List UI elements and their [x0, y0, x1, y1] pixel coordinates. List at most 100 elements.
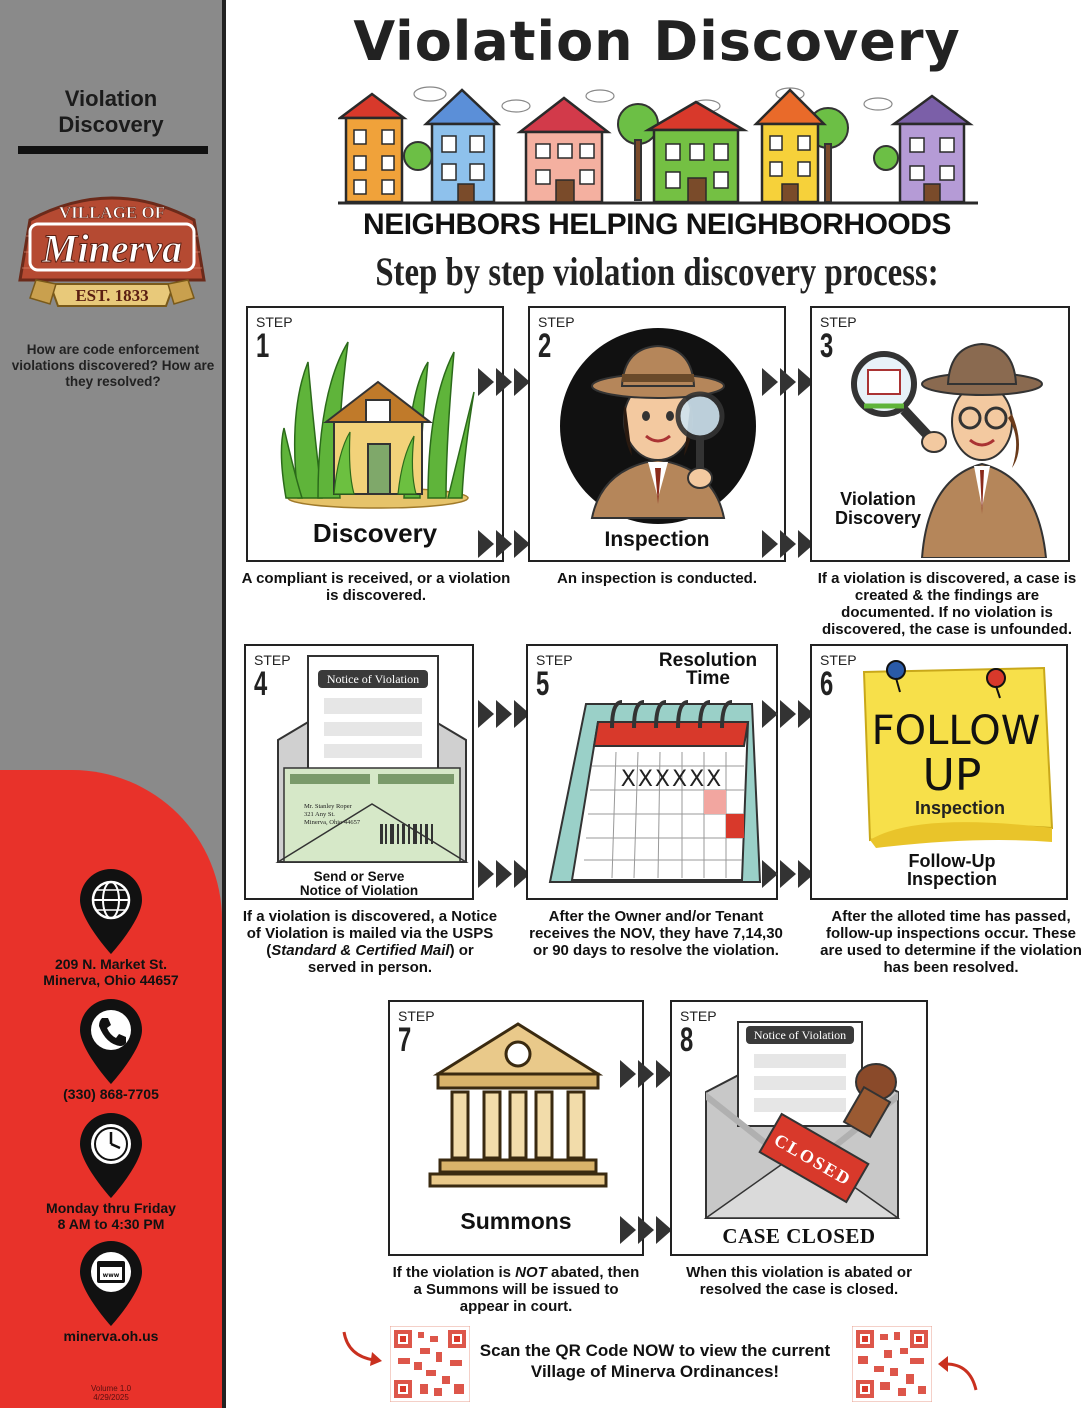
phone-icon	[80, 999, 142, 1084]
step-3-number: 3	[820, 327, 834, 365]
step-3-label-line2: Discovery	[834, 508, 922, 528]
step-7-caption: If the violation is NOT abated, then a S…	[388, 1264, 644, 1315]
step-6-label-line1: Follow-Up	[908, 851, 996, 871]
step-5-caption: After the Owner and/or Tenant receives t…	[529, 908, 783, 959]
address-line1: 209 N. Market St.	[54, 956, 168, 972]
contact-website: www minerva.oh.us	[0, 1240, 222, 1344]
hours-line2: 8 AM to 4:30 PM	[57, 1216, 165, 1232]
qr-code-left[interactable]	[390, 1326, 470, 1402]
houses-illustration	[338, 86, 978, 205]
courthouse-icon	[428, 1022, 608, 1188]
step-3-violation-discovery: STEP 3 Violation Discovery	[810, 306, 1070, 562]
step-4-caption: If a violation is discovered, a Notice o…	[240, 908, 500, 976]
step-1-caption: A compliant is received, or a violation …	[241, 570, 511, 604]
version-info: Volume 1.0 4/29/2025	[0, 1384, 222, 1402]
village-logo: VILLAGE OF Minerva EST. 1833	[18, 196, 206, 307]
clock-icon	[80, 1113, 142, 1198]
step-7-number: 7	[398, 1021, 412, 1059]
subtitle: Step by step violation discovery process…	[375, 249, 939, 294]
qr-code-message: Scan the QR Code NOW to view the current…	[479, 1341, 831, 1381]
overgrown-house-illustration	[280, 341, 475, 509]
calendar-marks: XXXXXX	[621, 767, 723, 792]
step-4-label-line2: Notice of Violation	[299, 883, 419, 898]
step-5-label-line2: Time	[685, 668, 730, 689]
step-2-number: 2	[538, 327, 552, 365]
step-2-label: Inspection	[604, 528, 710, 551]
page-title: Violation Discovery	[353, 10, 961, 73]
step-6-number: 6	[820, 665, 834, 703]
step-2-inspection: STEP 2 Inspection	[528, 306, 786, 562]
step-8-caption: When this violation is abated or resolve…	[686, 1264, 912, 1298]
version-date: 4/29/2025	[93, 1393, 129, 1402]
step-8-number: 8	[680, 1021, 694, 1059]
note-line1: FOLLOW	[872, 708, 1041, 754]
step-5-label-line1: Resolution	[658, 650, 758, 671]
hours-line1: Monday thru Friday	[46, 1200, 176, 1216]
logo-text-est: EST. 1833	[75, 286, 148, 305]
note-line3: Inspection	[915, 798, 1005, 818]
sidebar-title-line2: Discovery	[58, 112, 164, 137]
step-7-word: STEP	[398, 1008, 435, 1024]
sidebar-title-line1: Violation	[64, 86, 158, 111]
sidebar-question: How are code enforcement violations disc…	[11, 342, 215, 389]
envelope-street: 321 Any St.	[304, 811, 335, 818]
step-4-caption-italic: Standard & Certified Mail	[271, 942, 450, 959]
web-icon: www	[80, 1241, 142, 1326]
step-7-caption-part1: If the violation is	[392, 1264, 516, 1281]
address-line2: Minerva, Ohio 44657	[43, 972, 179, 988]
step-8-doc-title: Notice of Violation	[754, 1028, 846, 1042]
contact-hours: Monday thru Friday 8 AM to 4:30 PM	[0, 1112, 222, 1232]
sidebar-divider	[18, 146, 208, 154]
globe-icon	[80, 869, 142, 954]
step-1-word: STEP	[256, 314, 293, 330]
closed-envelope-illustration: CLOSED Notice of Violation	[703, 1021, 901, 1219]
logo-text-top: VILLAGE OF	[59, 203, 165, 222]
step-2-caption: An inspection is conducted.	[556, 570, 758, 587]
version-number: Volume 1.0	[90, 1384, 132, 1393]
svg-text:www: www	[103, 1272, 120, 1279]
envelope-city: Minerva, Ohio 44657	[304, 819, 361, 826]
step-8-label: CASE CLOSED	[722, 1224, 876, 1248]
step-5-label: Resolution Time	[638, 650, 776, 689]
sticky-note-illustration: FOLLOW UP Inspection	[862, 660, 1054, 848]
step-4-caption-part1: If a violation is discovered, a Notice o…	[242, 908, 498, 959]
step-7-label: Summons	[460, 1208, 572, 1234]
step-8-word: STEP	[680, 1008, 717, 1024]
curved-arrow-left-icon	[342, 1331, 382, 1366]
phone-number: (330) 868-7705	[63, 1086, 159, 1102]
step-6-follow-up: STEP 6 FOLLOW UP Inspection Follow-Up In…	[810, 644, 1068, 900]
contact-phone: (330) 868-7705	[0, 998, 222, 1102]
curved-arrow-right-icon	[938, 1356, 978, 1391]
step-6-caption: After the alloted time has passed, follo…	[820, 908, 1082, 976]
step-6-word: STEP	[820, 652, 857, 668]
step-5-number: 5	[536, 665, 550, 703]
step-4-doc-title: Notice of Violation	[327, 672, 419, 686]
envelope-name: Mr. Stanley Roper	[304, 803, 353, 810]
step-5-word: STEP	[536, 652, 573, 668]
step-4-word: STEP	[254, 652, 291, 668]
note-line2: UP	[923, 750, 982, 801]
step-4-notice: STEP 4 Notice of Violation Mr. Stanley R…	[244, 644, 474, 900]
step-3-label: Violation Discovery	[816, 490, 940, 528]
step-1-label: Discovery	[312, 518, 438, 548]
step-4-caption-part2: ) or served in person.	[307, 942, 474, 976]
step-1-number: 1	[256, 327, 270, 365]
qr-code-right[interactable]	[852, 1326, 932, 1402]
website-link[interactable]: minerva.oh.us	[63, 1328, 159, 1344]
step-3-label-line1: Violation	[840, 489, 916, 509]
mailed-notice-illustration: Notice of Violation Mr. Stanley Roper 32…	[275, 655, 469, 863]
step-1-discovery: STEP 1 Discovery	[246, 306, 504, 562]
logo-text-main: Minerva	[41, 226, 182, 271]
sidebar-title: Violation Discovery	[0, 86, 222, 138]
step-4-number: 4	[254, 665, 268, 703]
calendar-illustration: XXXXXX	[548, 700, 762, 883]
contact-address: 209 N. Market St. Minerva, Ohio 44657	[0, 868, 222, 988]
sidebar: Violation Discovery VILLAGE OF Minerva E…	[0, 0, 226, 1408]
step-8-case-closed: STEP 8 CLOSED Notice of Violation CASE C…	[670, 1000, 928, 1256]
step-3-caption: If a violation is discovered, a case is …	[817, 570, 1077, 638]
step-3-word: STEP	[820, 314, 857, 330]
step-2-word: STEP	[538, 314, 575, 330]
step-5-resolution-time: STEP 5 Resolution Time XXXXXX	[526, 644, 778, 900]
step-7-caption-part2: abated, then a Summons will be issued to…	[413, 1264, 640, 1315]
step-4-label-line1: Send or Serve	[313, 869, 405, 884]
